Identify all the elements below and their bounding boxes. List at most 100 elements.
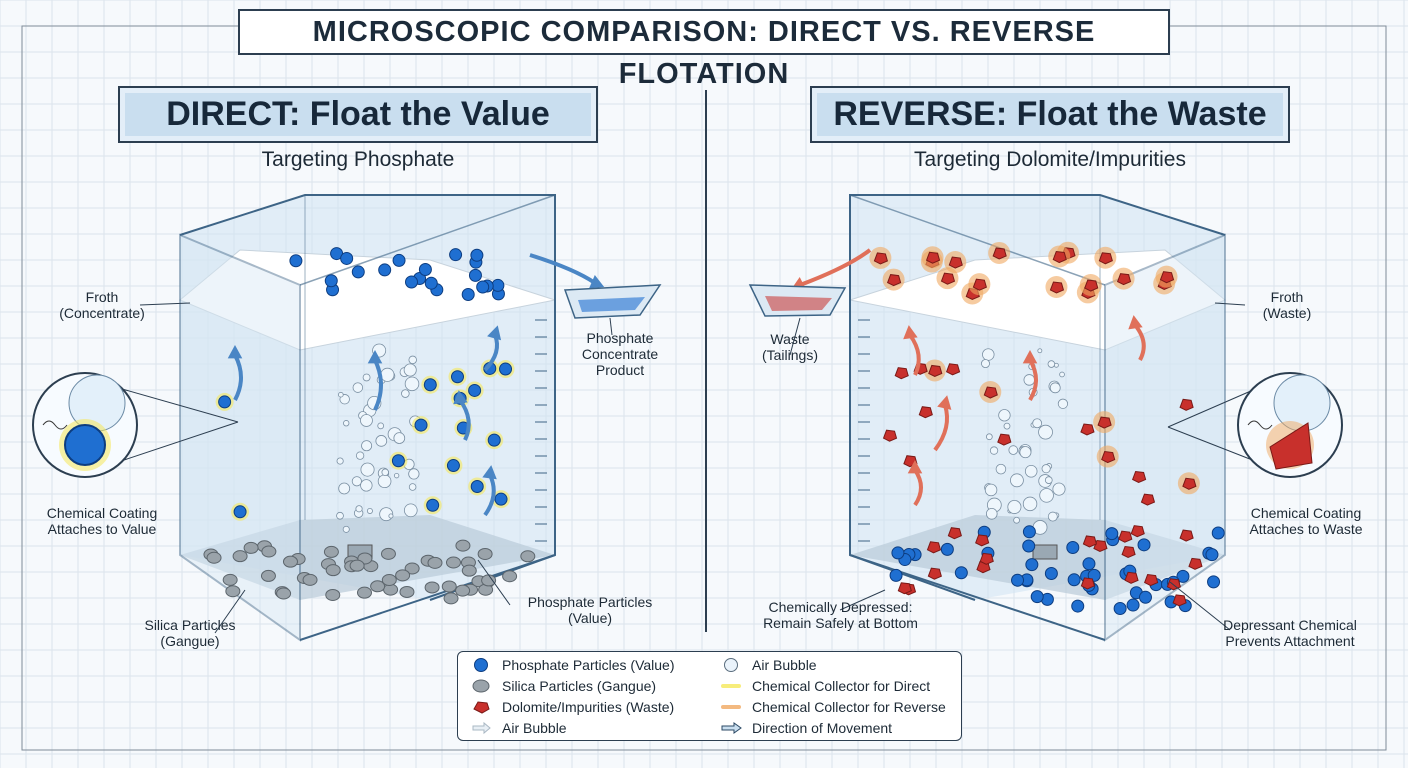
air-bubble [388, 513, 394, 519]
dolomite-particle [1188, 557, 1203, 570]
silica-particle [461, 564, 477, 577]
up-arrow [487, 325, 502, 341]
leader-line [839, 589, 886, 611]
collector-molecule [1247, 420, 1273, 430]
phosphate-particle [1205, 548, 1219, 562]
phosphate-particle [324, 274, 338, 288]
up-arrow [1128, 315, 1143, 330]
phosphate-particle [1137, 538, 1151, 552]
phosphate-particle [954, 566, 968, 580]
air-bubble [1010, 473, 1024, 488]
dolomite-particle [1101, 450, 1116, 464]
reverse-subtitle: Targeting Dolomite/Impurities [914, 148, 1186, 171]
phosphate-particle [1071, 599, 1085, 613]
air-bubble [361, 440, 373, 452]
silica-particle [206, 551, 222, 564]
phosphate-particle [351, 265, 365, 279]
up-arrow [453, 390, 468, 405]
leader-line [1169, 581, 1231, 631]
dolomite-particle [1121, 545, 1136, 559]
air-bubble [995, 463, 1007, 475]
dolomite-particle [979, 552, 994, 565]
dolomite-particle [1140, 493, 1156, 506]
phosphate-particle [1022, 525, 1036, 539]
legend-item: Direction of Movement [720, 720, 892, 736]
air-bubble [403, 363, 417, 377]
air-bubble [355, 451, 365, 460]
air-bubble [401, 389, 410, 398]
air-bubble [380, 367, 395, 382]
air-bubble [377, 422, 385, 430]
phosphate-particle [446, 459, 460, 473]
dolomite-particle [928, 364, 943, 378]
legend-item: Dolomite/Impurities (Waste) [470, 699, 674, 715]
air-bubble [366, 507, 373, 514]
air-bubble [393, 432, 406, 444]
phosphate-particle [1044, 566, 1058, 580]
silica-particle [282, 555, 298, 568]
air-bubble [338, 482, 351, 495]
up-arrow [908, 333, 921, 376]
air-bubble [1007, 500, 1022, 514]
air-bubble [1049, 382, 1061, 394]
phosphate-particle [378, 263, 392, 277]
phosphate-particle [487, 433, 501, 447]
overflow-arrow [529, 253, 597, 285]
phosphate-particle [340, 251, 354, 265]
air-bubble [360, 462, 375, 477]
air-bubble [1037, 348, 1043, 354]
dolomite-particle [972, 278, 987, 291]
dolomite-particle [1159, 271, 1175, 284]
air-bubble [381, 468, 389, 477]
phosphate-particle [391, 454, 405, 468]
dolomite-particle [1179, 398, 1194, 411]
phosphate-particle [470, 479, 484, 493]
air-bubble [403, 503, 418, 518]
air-bubble [408, 468, 420, 480]
up-arrow [933, 404, 949, 452]
direct-froth-label: Froth(Concentrate) [59, 289, 145, 321]
phosphate-particle [1025, 558, 1039, 572]
silica-particle [477, 547, 493, 560]
dolomite-particle [927, 567, 942, 580]
air-bubble [1047, 360, 1056, 368]
phosphate-particle [450, 370, 464, 384]
leader-line [609, 317, 613, 336]
up-arrow [903, 325, 918, 340]
phosphate-particle [1138, 590, 1152, 604]
dolomite-particle [1052, 250, 1067, 264]
air-bubble [1003, 422, 1011, 430]
dolomite-particle [1093, 539, 1108, 553]
air-bubble [336, 457, 344, 465]
legend-item: Phosphate Particles (Value) [470, 657, 675, 673]
leader-line [214, 589, 246, 634]
silica-particle [520, 550, 536, 563]
reverse-tank [849, 194, 1226, 642]
direction-arrow-icon [721, 722, 742, 734]
dolomite-particle [1172, 594, 1187, 607]
up-arrow [1028, 358, 1038, 402]
silica-particle [260, 569, 276, 582]
phosphate-particle [1105, 527, 1119, 541]
air-bubble [1022, 496, 1038, 512]
reverse-froth-label: Froth(Waste) [1262, 289, 1312, 321]
direct-tank [179, 194, 556, 642]
dolomite-particle [947, 527, 962, 540]
silica-particle [399, 585, 415, 598]
tank-edge [299, 554, 556, 641]
sparger [1032, 544, 1058, 560]
silica-particle [445, 556, 461, 569]
dolomite-particle [1049, 281, 1065, 294]
air-bubble [1032, 418, 1043, 429]
inset-phosphate-particle [64, 424, 106, 466]
silica-particle [395, 569, 411, 582]
phosphate-particle [289, 254, 303, 268]
overflow-arrow [799, 248, 872, 287]
air-bubble [336, 511, 344, 520]
callout-line [1167, 386, 1261, 428]
silica-particle [276, 587, 292, 600]
legend-item: Silica Particles (Gangue) [470, 678, 656, 694]
phosphate-particle [1082, 557, 1096, 571]
